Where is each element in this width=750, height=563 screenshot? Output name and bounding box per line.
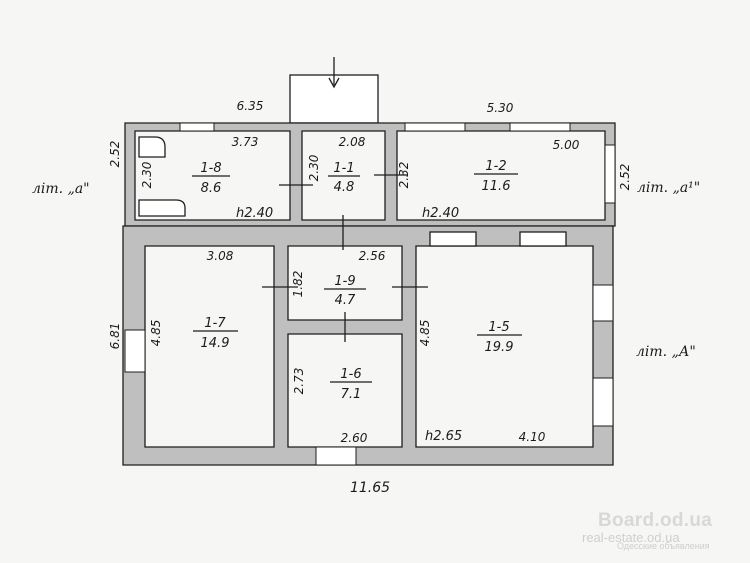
dim-r19-height: 1.82 [291,271,305,298]
r15-area: 19.9 [485,340,514,355]
watermark-tagline: Одесские объявления [617,541,710,551]
stove-left-icon [429,231,477,247]
window-r16 [315,446,357,466]
r12-id: 1-2 [485,159,506,174]
r11-id: 1-1 [333,161,354,176]
dim-top-right: 5.30 [487,101,514,115]
dim-top-left: 6.35 [237,99,264,113]
watermark-site: real-estate.od.ua [582,530,680,545]
r17-area: 14.9 [201,336,230,351]
r12-area: 11.6 [482,179,511,194]
dim-r18-width: 3.73 [232,135,259,149]
dim-r11-height: 2.30 [307,154,321,181]
sink-icon [138,199,186,217]
dim-r18-height: 2.30 [140,161,154,188]
r18-height: h2.40 [236,206,273,221]
dim-r15-height: 4.85 [418,320,432,347]
window-r12-side [604,144,616,204]
label-lit-a1: літ. „а¹" [637,180,700,196]
stove-right-icon [519,231,567,247]
dim-left-top-height: 2.52 [108,141,122,168]
dim-r17-height: 4.85 [149,320,163,347]
r15-height: h2.65 [425,429,462,444]
r12-height: h2.40 [422,206,459,221]
watermark-brand: Board.od.ua [598,510,713,531]
entrance-arrow-head [328,77,340,89]
dim-r17-width: 3.08 [207,249,234,263]
r11-area: 4.8 [334,180,355,195]
r17-id: 1-7 [204,316,226,331]
r18-area: 8.6 [201,181,222,196]
dim-r12-height: 2.32 [397,162,411,189]
r19-id: 1-9 [334,274,355,289]
r15-id: 1-5 [488,320,509,335]
label-lit-a-upper: літ. „А" [636,344,696,360]
dim-r12-width: 5.00 [553,138,580,152]
main-house-walls [122,225,614,466]
dim-r16-height: 2.73 [292,368,306,395]
r16-id: 1-6 [340,367,361,382]
window-r18 [179,122,215,132]
bathtub-icon [138,136,166,158]
dim-r16-width: 2.60 [341,431,368,445]
annex-walls [124,122,616,227]
dim-bottom-total: 11.65 [350,480,390,496]
dim-r15-width: 4.10 [519,430,546,444]
window-r12-left [404,122,466,132]
r18-id: 1-8 [200,161,221,176]
window-r12-right [509,122,571,132]
r19-area: 4.7 [335,293,356,308]
dim-left-total: 6.81 [108,323,122,350]
window-r15-upper [592,284,614,322]
window-r15-lower [592,377,614,427]
r16-area: 7.1 [341,387,362,402]
window-r17 [124,329,146,373]
dim-right-top-height: 2.52 [618,164,632,191]
dim-r19-width: 2.56 [359,249,386,263]
label-lit-a-lower: літ. „а" [32,181,90,197]
dim-r11-width: 2.08 [339,135,366,149]
